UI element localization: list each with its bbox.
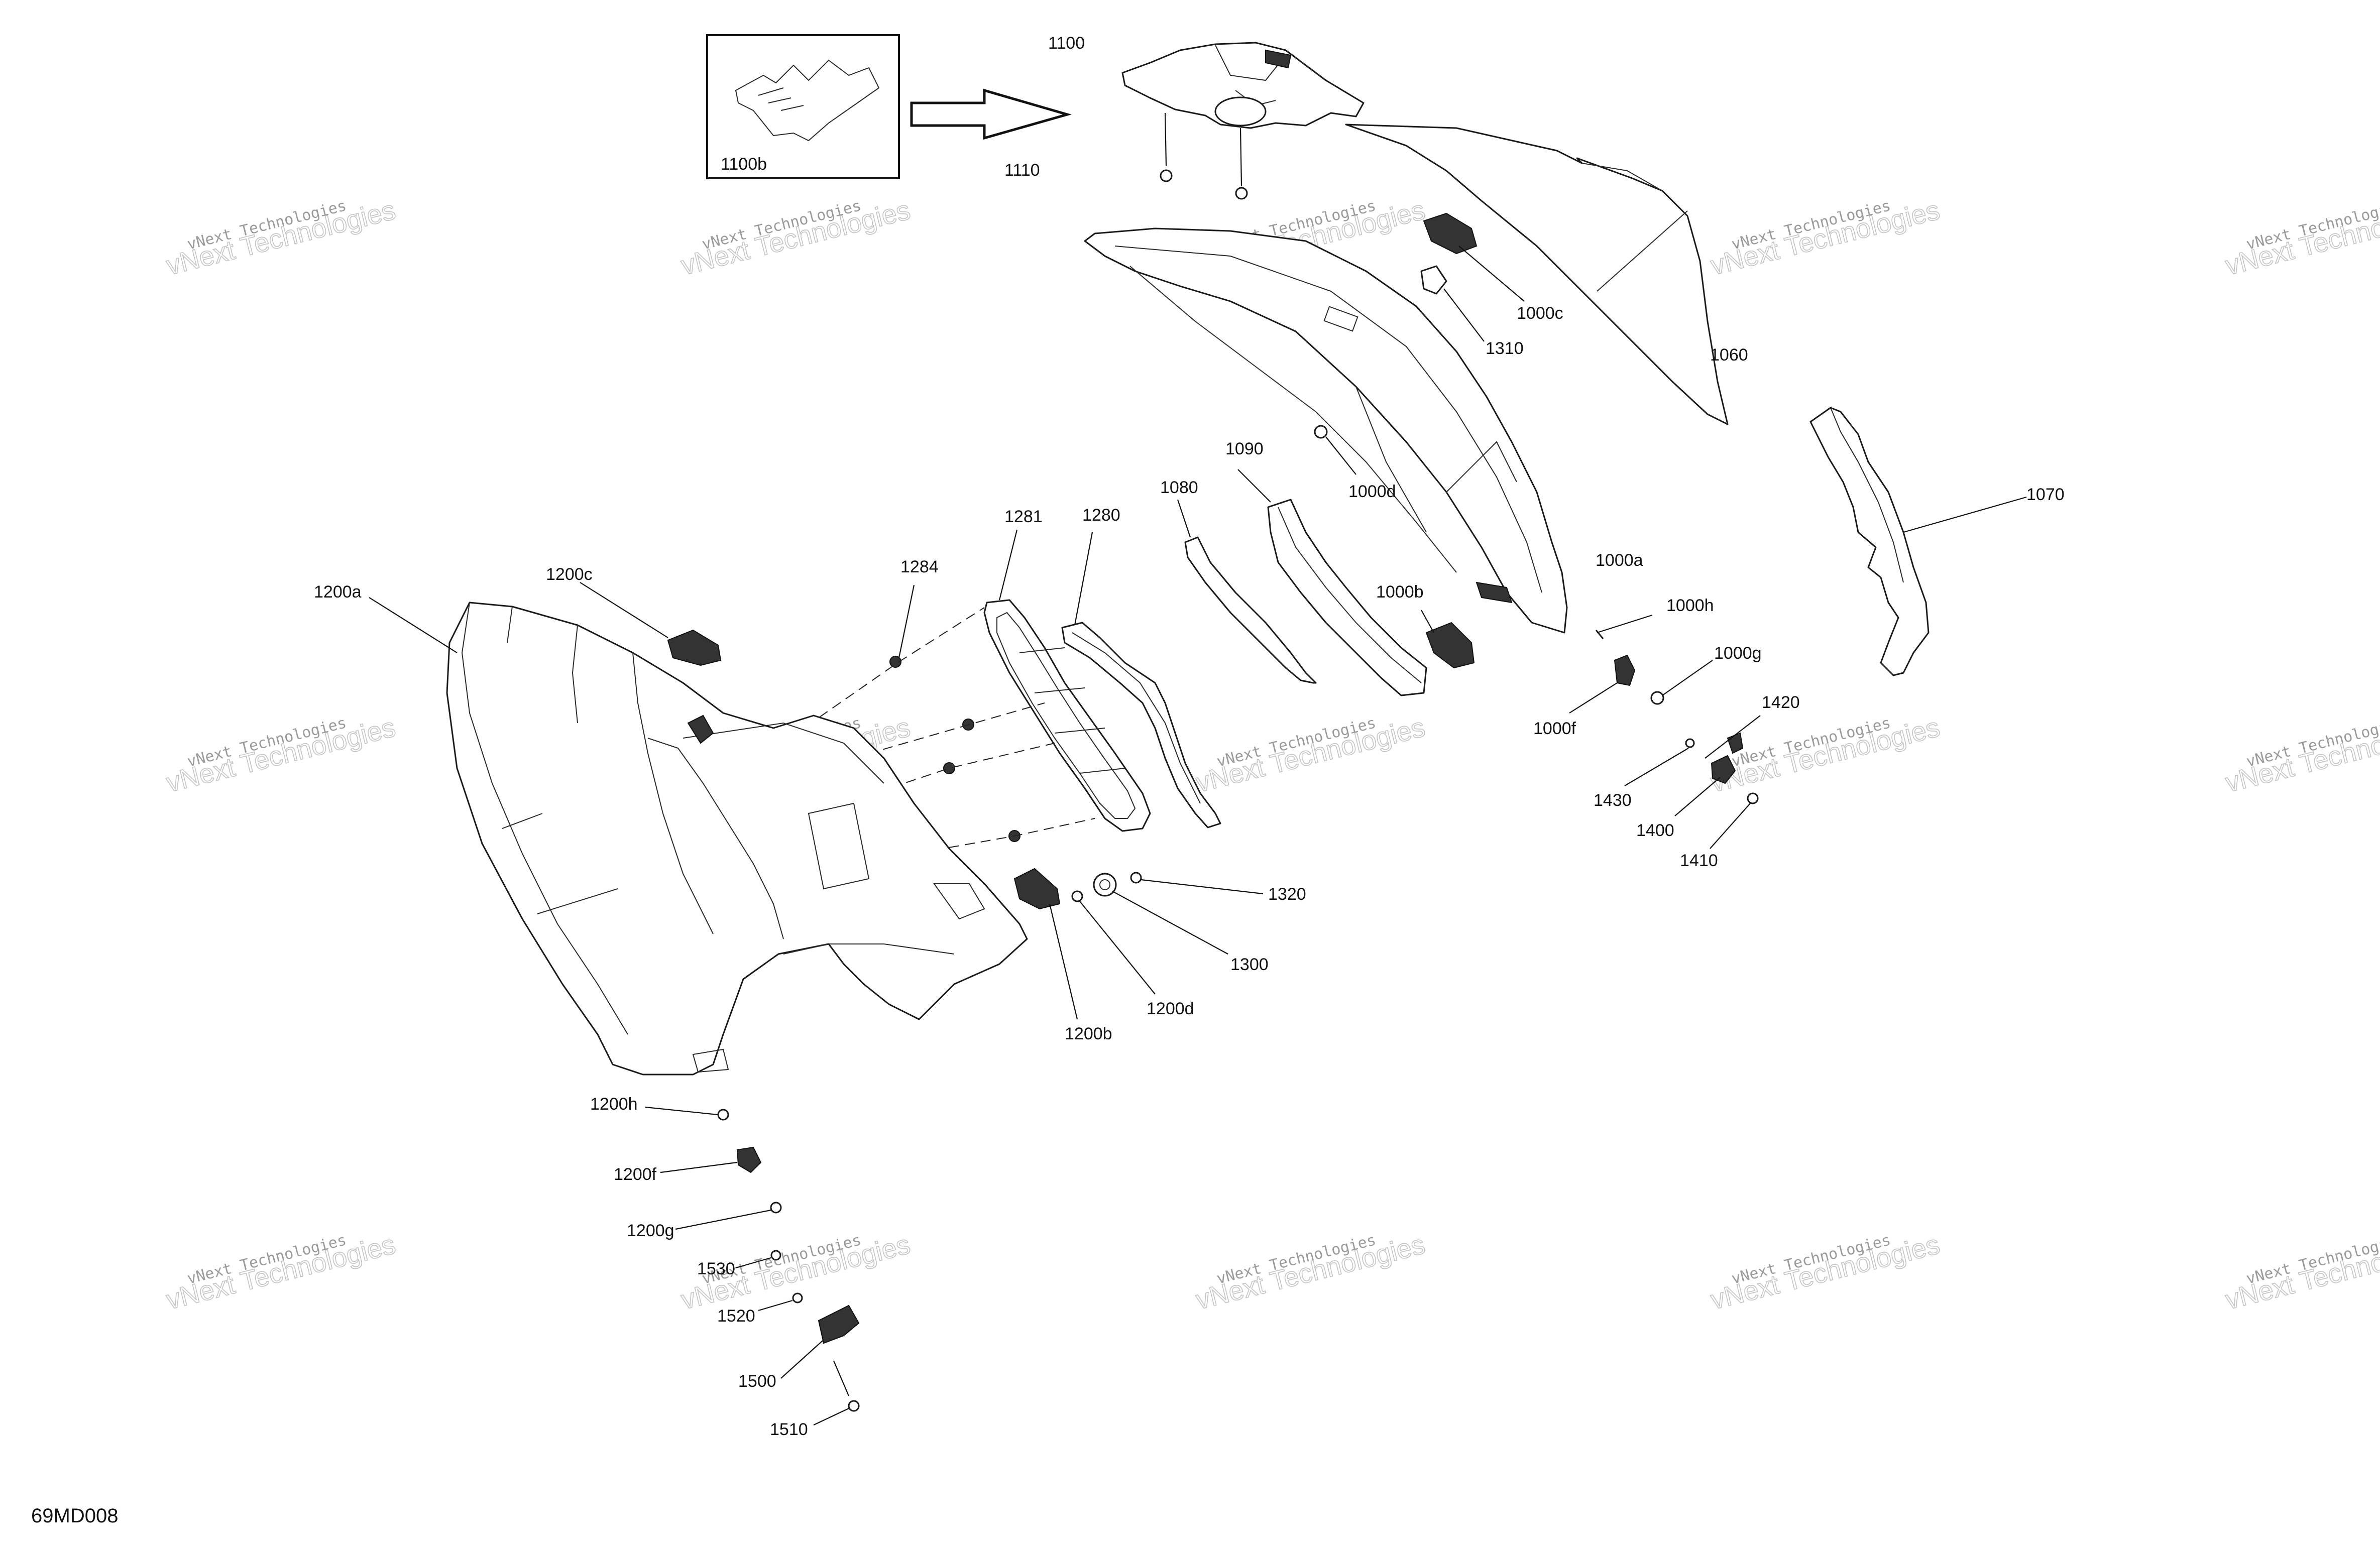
- part-1510-screw: [813, 1360, 860, 1426]
- part-1281-grille-frame: [983, 529, 1151, 832]
- part-1000a-dash-panel: [1084, 227, 1568, 634]
- inset-detail-1100b: 1100b: [706, 34, 900, 179]
- label-1200a: 1200a: [314, 582, 362, 602]
- label-1080: 1080: [1160, 478, 1198, 497]
- watermark: vNext Technologies vNext Technologies: [1708, 1229, 1944, 1316]
- label-1000d: 1000d: [1348, 482, 1396, 501]
- label-1070: 1070: [2026, 485, 2065, 504]
- label-1000g: 1000g: [1714, 644, 1762, 663]
- fastener-1110: [1160, 112, 1248, 200]
- label-1000b: 1000b: [1376, 582, 1424, 602]
- watermark: vNext Technologies vNext Technologies: [2222, 1229, 2380, 1316]
- part-1000h-washer: [1595, 614, 1653, 639]
- part-1060-windshield: [1345, 124, 1729, 425]
- part-1420-clip: [1705, 715, 1761, 759]
- watermark: vNext Technologies vNext Technologies: [163, 195, 399, 282]
- diagram-code: 69MD008: [31, 1505, 118, 1527]
- watermark: vNext Technologies vNext Technologies: [1708, 195, 1944, 282]
- watermark: vNext Technologies vNext Technologies: [2222, 712, 2380, 799]
- part-1410-screw: [1710, 792, 1759, 849]
- label-1520: 1520: [717, 1307, 755, 1326]
- label-1500: 1500: [738, 1372, 776, 1391]
- watermark: vNext Technologies vNext Technologies: [678, 195, 914, 282]
- part-1200f-clip: [660, 1146, 762, 1173]
- label-1310: 1310: [1486, 339, 1524, 358]
- part-1200b-clip: [1013, 868, 1078, 1020]
- label-1420: 1420: [1762, 693, 1800, 712]
- part-1430-washer: [1624, 738, 1695, 786]
- label-1400: 1400: [1636, 821, 1674, 840]
- part-1520-washer: [758, 1292, 803, 1312]
- label-1200g: 1200g: [627, 1221, 674, 1240]
- part-1320-screw: [1130, 872, 1264, 895]
- watermark: vNext Technologies vNext Technologies: [1193, 712, 1429, 799]
- part-1300-nut: [1093, 873, 1228, 955]
- arrow-icon: [910, 88, 1072, 140]
- label-1000c: 1000c: [1517, 304, 1563, 323]
- part-1100-console-cover: [1121, 42, 1365, 129]
- svg-text:1100b: 1100b: [721, 155, 767, 174]
- watermark: vNext Technologies vNext Technologies: [163, 712, 399, 799]
- watermark: vNext Technologies vNext Technologies: [1708, 712, 1944, 799]
- label-1200d: 1200d: [1147, 999, 1194, 1018]
- watermark: vNext Technologies vNext Technologies: [2222, 195, 2380, 282]
- part-1530-washer: [735, 1250, 781, 1269]
- label-1284: 1284: [900, 557, 939, 576]
- watermark: vNext Technologies vNext Technologies: [1193, 1229, 1429, 1316]
- part-1080-trim-strip: [1177, 499, 1317, 684]
- label-1410: 1410: [1680, 851, 1718, 870]
- label-1300: 1300: [1230, 955, 1269, 974]
- part-1500-clip: [780, 1304, 860, 1379]
- part-1000f-fastener: [1569, 654, 1636, 714]
- label-1090: 1090: [1225, 439, 1264, 458]
- label-1200h: 1200h: [590, 1095, 638, 1114]
- part-1070-side-panel: [1809, 407, 2027, 676]
- label-1000f: 1000f: [1533, 719, 1576, 738]
- label-1430: 1430: [1594, 791, 1632, 810]
- label-1281: 1281: [1004, 507, 1043, 526]
- fastener-1000d: [1314, 425, 1356, 475]
- part-1310-bracket: [1420, 265, 1485, 342]
- fastener-1284: [889, 584, 1021, 842]
- label-1280: 1280: [1082, 506, 1120, 525]
- label-1100: 1100: [1048, 34, 1085, 53]
- callout-labels: 1100 1110 1000c 1310 1060 1090 1000d 108…: [314, 34, 2065, 1439]
- part-1200d-washer: [1071, 890, 1156, 995]
- part-1000c-clip: [1423, 212, 1525, 302]
- part-1000b-clip: [1421, 610, 1475, 669]
- label-1510: 1510: [770, 1420, 808, 1439]
- watermark: vNext Technologies vNext Technologies: [163, 1229, 399, 1316]
- label-1200f: 1200f: [614, 1165, 657, 1184]
- label-1000a: 1000a: [1596, 551, 1643, 570]
- label-1320: 1320: [1268, 885, 1306, 904]
- part-1280-seal: [1061, 532, 1221, 828]
- label-1060: 1060: [1710, 345, 1748, 365]
- label-1000h: 1000h: [1666, 596, 1714, 615]
- part-1200h-washer: [645, 1106, 729, 1121]
- part-1000g-screw: [1650, 660, 1713, 705]
- label-1200b: 1200b: [1065, 1024, 1112, 1043]
- label-1110: 1110: [1004, 161, 1040, 180]
- part-1200a-main-body-panel: [369, 597, 1028, 1076]
- label-1530: 1530: [697, 1259, 735, 1278]
- part-1400-bracket: [1674, 755, 1736, 816]
- label-1200c: 1200c: [546, 565, 593, 584]
- part-1090-trim-strip: [1237, 469, 1427, 696]
- part-1200c-clip: [580, 582, 722, 666]
- part-1200g-screw: [675, 1202, 782, 1230]
